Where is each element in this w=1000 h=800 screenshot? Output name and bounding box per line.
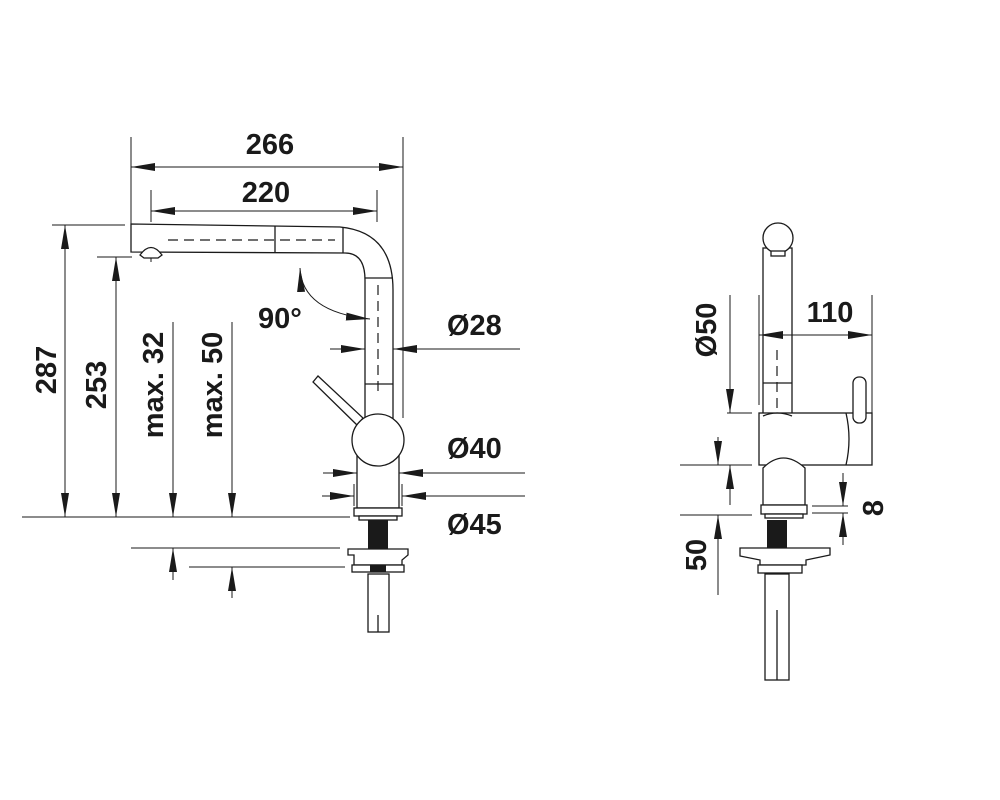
dim-d50: Ø50 [691,303,723,358]
threaded-rod [368,520,388,549]
mixer-ball [351,413,405,467]
dim-d28: Ø28 [447,310,502,342]
aerator [139,246,163,259]
dim-287: 287 [31,346,63,394]
angle-arc [297,267,371,321]
dim-220: 220 [242,177,290,209]
faucet-body [758,412,873,466]
dim-110: 110 [807,297,854,329]
dim-8: 8 [858,500,890,516]
dim-d40: Ø40 [447,433,502,465]
angle-90: 90° [258,303,302,335]
lever [852,376,867,424]
dim-d45: Ø45 [447,509,502,541]
dim-max-32: max. 32 [138,332,170,438]
spout [130,223,394,419]
side-view: 266 220 90° Ø28 Ø40 Ø45 [22,129,525,633]
front-view: 110 Ø50 50 8 [680,222,890,681]
dim-50: 50 [681,539,713,571]
threaded-rod [767,520,787,548]
spout-head [762,222,794,254]
lever [312,375,364,426]
dim-266: 266 [246,129,294,161]
dim-253: 253 [81,361,113,409]
dim-max-50: max. 50 [197,332,229,438]
